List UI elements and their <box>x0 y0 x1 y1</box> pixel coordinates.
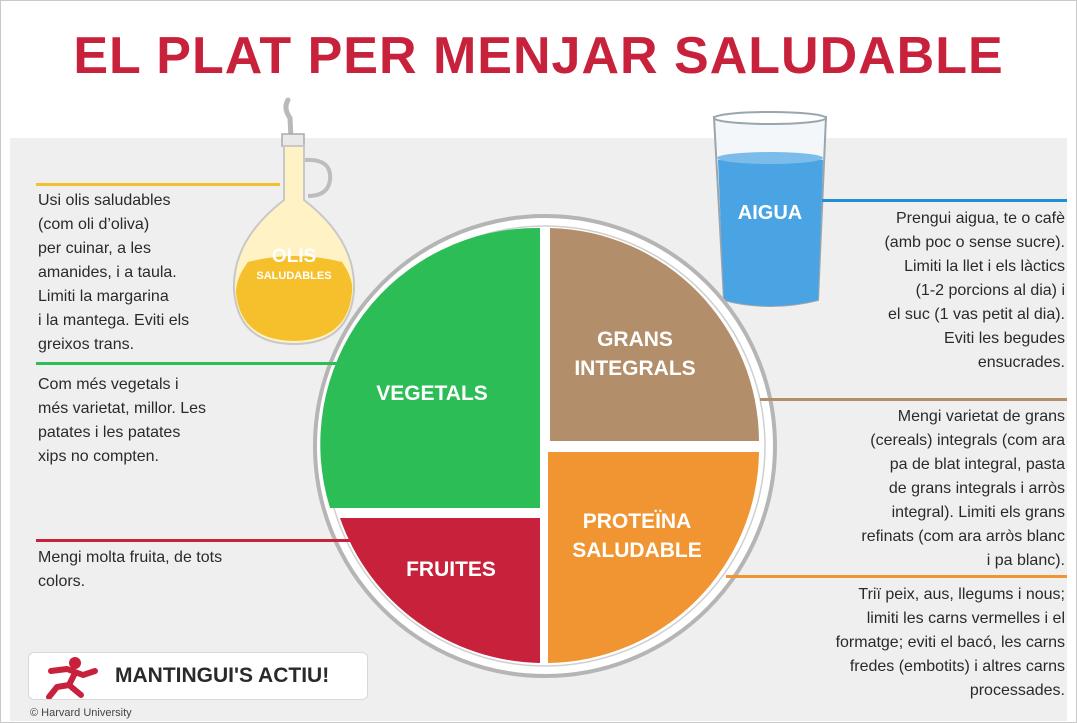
page-title: EL PLAT PER MENJAR SALUDABLE <box>73 27 1004 85</box>
fruits-label: FRUITES <box>406 558 496 581</box>
protein-label-line1: PROTEÏNA <box>583 510 692 533</box>
fruits-connector <box>36 539 350 542</box>
vegetables-section <box>320 227 540 508</box>
grains-section <box>550 228 759 441</box>
oils-connector <box>36 183 280 186</box>
protein-text: Triï peix, aus, llegums i nous;limiti le… <box>835 586 1065 699</box>
water-glass-icon <box>712 111 828 307</box>
oil-bottle-icon <box>232 97 356 346</box>
copyright-text: © Harvard University <box>30 707 132 719</box>
vegetables-label: VEGETALS <box>376 382 488 405</box>
protein-label-line2: SALUDABLE <box>572 539 702 562</box>
stay-active-label: MANTINGUI'S ACTIU! <box>115 664 330 687</box>
water-connector <box>822 199 1067 202</box>
water-label: AIGUA <box>738 202 802 224</box>
grains-text: Mengi varietat de grans(cereals) integra… <box>861 408 1065 569</box>
oils-text: Usi olis saludables(com oli d’oliva)per … <box>38 192 190 353</box>
fruits-section <box>340 518 540 663</box>
vegetables-connector <box>36 362 348 365</box>
protein-section <box>548 452 759 663</box>
oils-label-line2: SALUDABLES <box>256 270 331 282</box>
grains-label-line1: GRANS <box>597 328 673 351</box>
grains-connector <box>760 398 1067 401</box>
water-text: Prengui aigua, te o cafè(amb poc o sense… <box>884 210 1065 371</box>
stay-active-badge: MANTINGUI'S ACTIU! <box>28 652 368 700</box>
grains-label-line2: INTEGRALS <box>574 357 695 380</box>
running-person-icon <box>46 657 98 699</box>
oils-label-line1: OLIS <box>272 246 316 267</box>
protein-connector <box>726 575 1067 578</box>
